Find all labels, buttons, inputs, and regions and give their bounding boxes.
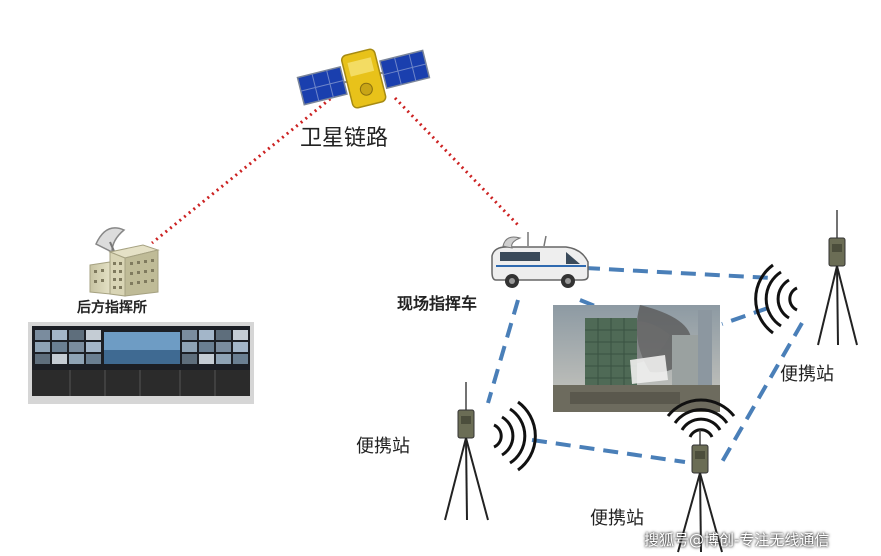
field-command-vehicle-label: 现场指挥车 [397, 294, 478, 313]
satellite-link-label: 卫星链路 [300, 126, 389, 151]
video-wall-tile [35, 330, 50, 340]
video-wall-tile [52, 354, 67, 364]
portable-station-icon-1 [754, 210, 858, 346]
video-wall-tile [182, 354, 197, 364]
video-wall-tile [69, 330, 84, 340]
portable-station-icon-2 [444, 382, 537, 521]
command-vehicle-icon [491, 232, 589, 288]
mesh-link-vehicle-station1 [584, 266, 773, 280]
rear-command-building-icon [89, 227, 160, 297]
video-wall-tile [52, 330, 67, 340]
mesh-link-vehicle-station2 [486, 299, 520, 404]
video-wall-tile [199, 354, 214, 364]
video-wall-tile [233, 342, 248, 352]
incident-scene-photo [553, 305, 720, 412]
video-wall-left-screens [35, 330, 101, 364]
satellite-link-to-vehicle [393, 96, 520, 227]
satellite-icon [296, 48, 431, 109]
video-wall-tile [52, 342, 67, 352]
satellite-link-to-hq [151, 93, 336, 245]
video-wall-tile [69, 342, 84, 352]
video-wall-tile [86, 342, 101, 352]
video-wall-tile [216, 330, 231, 340]
video-wall-tile [69, 354, 84, 364]
mesh-link-station1-scene [721, 306, 769, 326]
video-wall-tile [199, 330, 214, 340]
portable-station-label-2: 便携站 [356, 436, 410, 457]
video-wall-tile [182, 330, 197, 340]
portable-station-icon-3 [666, 398, 736, 553]
video-wall-tile [35, 342, 50, 352]
watermark: 搜狐号@博创-专注无线通信 [644, 531, 830, 549]
video-wall-tile [35, 354, 50, 364]
portable-station-label-3: 便携站 [590, 508, 644, 529]
video-wall-tile [216, 354, 231, 364]
video-wall-tile [233, 354, 248, 364]
video-wall-display [28, 322, 254, 404]
video-wall-tile [199, 342, 214, 352]
portable-station-label-1: 便携站 [780, 364, 834, 385]
mesh-link-station1-station3 [720, 322, 804, 463]
satellite-link-lines [151, 93, 520, 245]
rear-command-label: 后方指挥所 [77, 300, 147, 316]
video-wall-tile [86, 330, 101, 340]
video-wall-tile [182, 342, 197, 352]
video-wall-tile [233, 330, 248, 340]
video-wall-tile [216, 342, 231, 352]
video-wall-tile [86, 354, 101, 364]
mesh-link-station2-station3 [531, 438, 686, 464]
video-wall-right-screens [182, 330, 248, 364]
